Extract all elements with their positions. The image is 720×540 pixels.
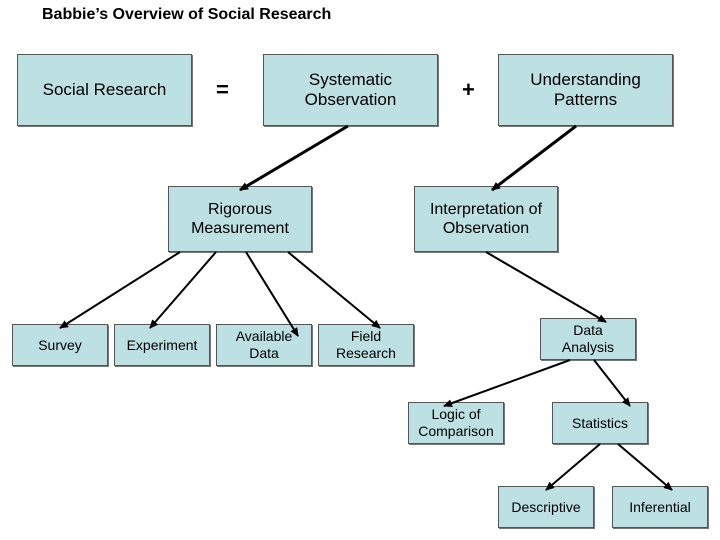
arrow-statistics-to-descriptive: [545, 443, 601, 491]
node-label: Inferential: [629, 498, 691, 515]
arrow-rigorous-to-experiment: [149, 251, 217, 329]
equals-sign: =: [216, 77, 229, 102]
arrow-rigorous-to-available-data: [245, 251, 299, 337]
arrow-data-analysis-to-logic: [443, 359, 571, 408]
node-label: Interpretation of Observation: [429, 200, 543, 237]
node-label: Field Research: [336, 328, 396, 361]
node-survey: Survey: [12, 324, 108, 366]
node-social-research: Social Research: [17, 54, 192, 126]
node-label: Statistics: [571, 414, 628, 431]
node-label: Logic of Comparison: [418, 406, 494, 439]
node-understanding-patterns: Understanding Patterns: [498, 54, 673, 126]
arrow-statistics-to-inferential: [617, 443, 673, 491]
node-interpretation-of-observation: Interpretation of Observation: [414, 186, 558, 252]
arrow-rigorous-to-field-research: [287, 251, 381, 329]
node-label: Understanding Patterns: [530, 69, 641, 109]
arrow-systematic-to-rigorous: [239, 124, 349, 192]
node-field-research: Field Research: [318, 324, 414, 366]
node-label: Social Research: [42, 79, 167, 99]
node-label: Data Analysis: [561, 322, 615, 355]
node-rigorous-measurement: Rigorous Measurement: [168, 186, 312, 252]
node-systematic-observation: Systematic Observation: [263, 54, 438, 126]
node-inferential: Inferential: [612, 486, 708, 528]
node-label: Available Data: [235, 328, 293, 361]
diagram-title: Babbie’s Overview of Social Research: [42, 6, 332, 23]
node-label: Descriptive: [511, 498, 581, 515]
node-label: Experiment: [126, 336, 198, 353]
plus-sign: +: [462, 77, 475, 102]
node-data-analysis: Data Analysis: [540, 318, 636, 360]
arrow-data-analysis-to-statistics: [593, 359, 631, 407]
node-label: Survey: [38, 336, 82, 353]
node-descriptive: Descriptive: [498, 486, 594, 528]
node-experiment: Experiment: [114, 324, 210, 366]
arrow-interpretation-to-data-analysis: [485, 251, 607, 323]
arrow-rigorous-to-survey: [59, 251, 181, 329]
node-label: Rigorous Measurement: [191, 200, 289, 237]
node-logic-of-comparison: Logic of Comparison: [408, 402, 504, 444]
arrow-understanding-to-interpretation: [491, 124, 577, 192]
node-label: Systematic Observation: [304, 69, 397, 109]
node-statistics: Statistics: [552, 402, 648, 444]
